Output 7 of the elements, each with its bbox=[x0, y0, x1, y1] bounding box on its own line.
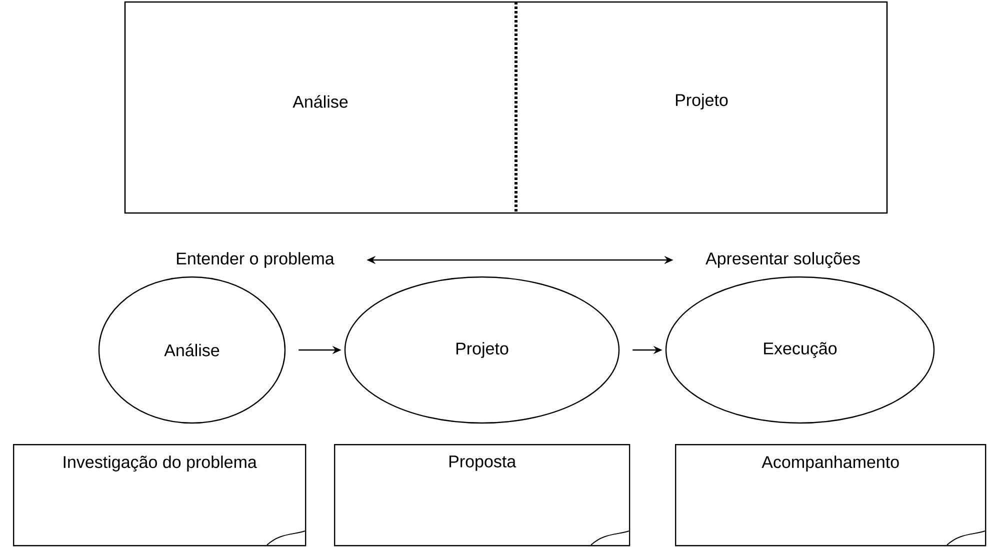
process-box-label: Projeto bbox=[676, 94, 728, 110]
note-box: Acompanhamento bbox=[675, 444, 986, 546]
phase-label: Entender o problema bbox=[177, 252, 334, 268]
note-box: Proposta bbox=[334, 444, 630, 546]
phase-label: Apresentar soluções bbox=[706, 252, 860, 268]
process-box-label: Análise bbox=[292, 95, 348, 108]
note-box: Investigação do problema bbox=[13, 444, 306, 546]
